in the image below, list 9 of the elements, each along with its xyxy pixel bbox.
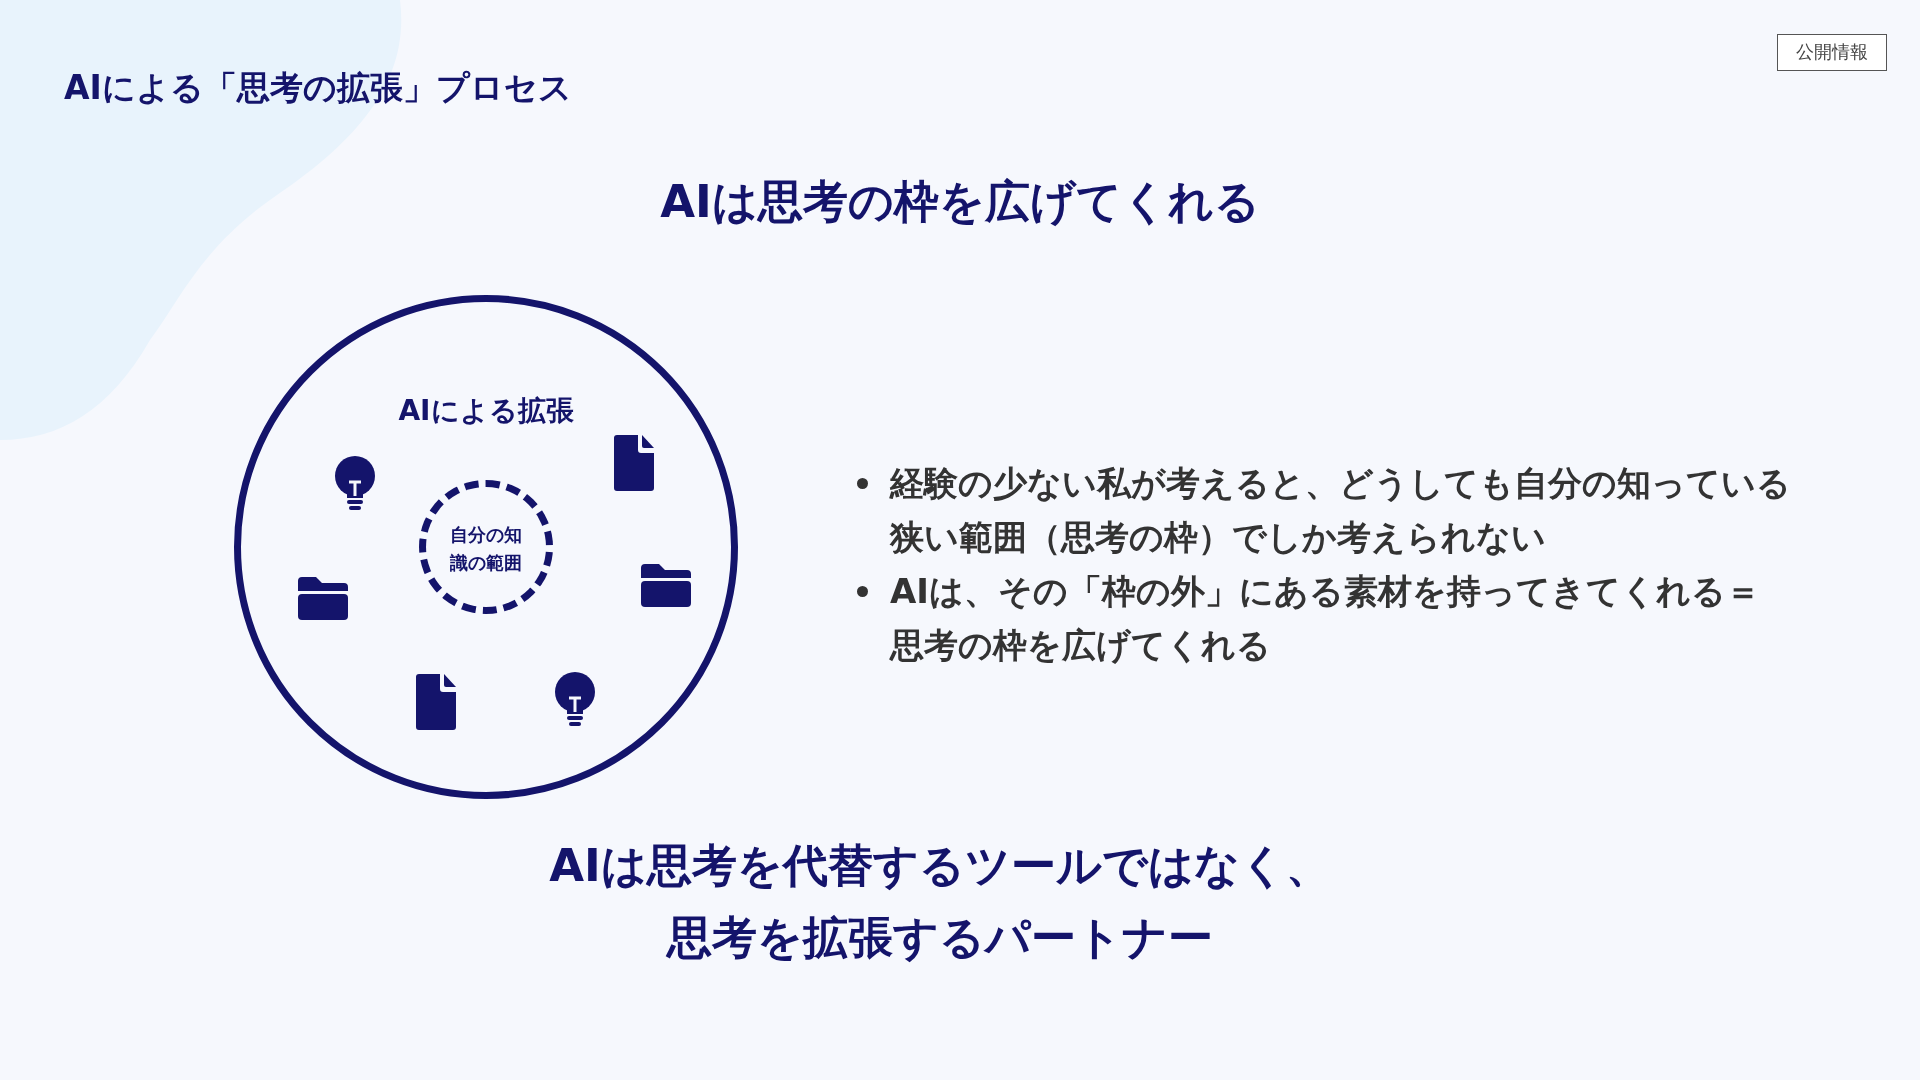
- bullet-text: AIは、その「枠の外」にある素材を持ってきてくれる＝思考の枠を広げてくれる: [890, 570, 1760, 667]
- circle-text: 自分の知識の範囲: [448, 523, 523, 575]
- bullet-text: 経験の少ない私が考えると、どうしても自分の知っている狭い範囲（思考の枠）でしか考えられない: [890, 462, 1792, 559]
- subtitle: AIは思考の枠を広げてくれる: [659, 174, 1261, 230]
- status-badge: 公開情報: [1777, 34, 1887, 71]
- dashed-circle: [419, 480, 553, 614]
- circle-heading: AIによる拡張: [397, 393, 575, 429]
- page-title: AIによる「思考の拡張」プロセス: [64, 67, 572, 109]
- conclusion-text: AIは思考を代替するツールではなく、思考を拡張するパートナー: [548, 838, 1332, 966]
